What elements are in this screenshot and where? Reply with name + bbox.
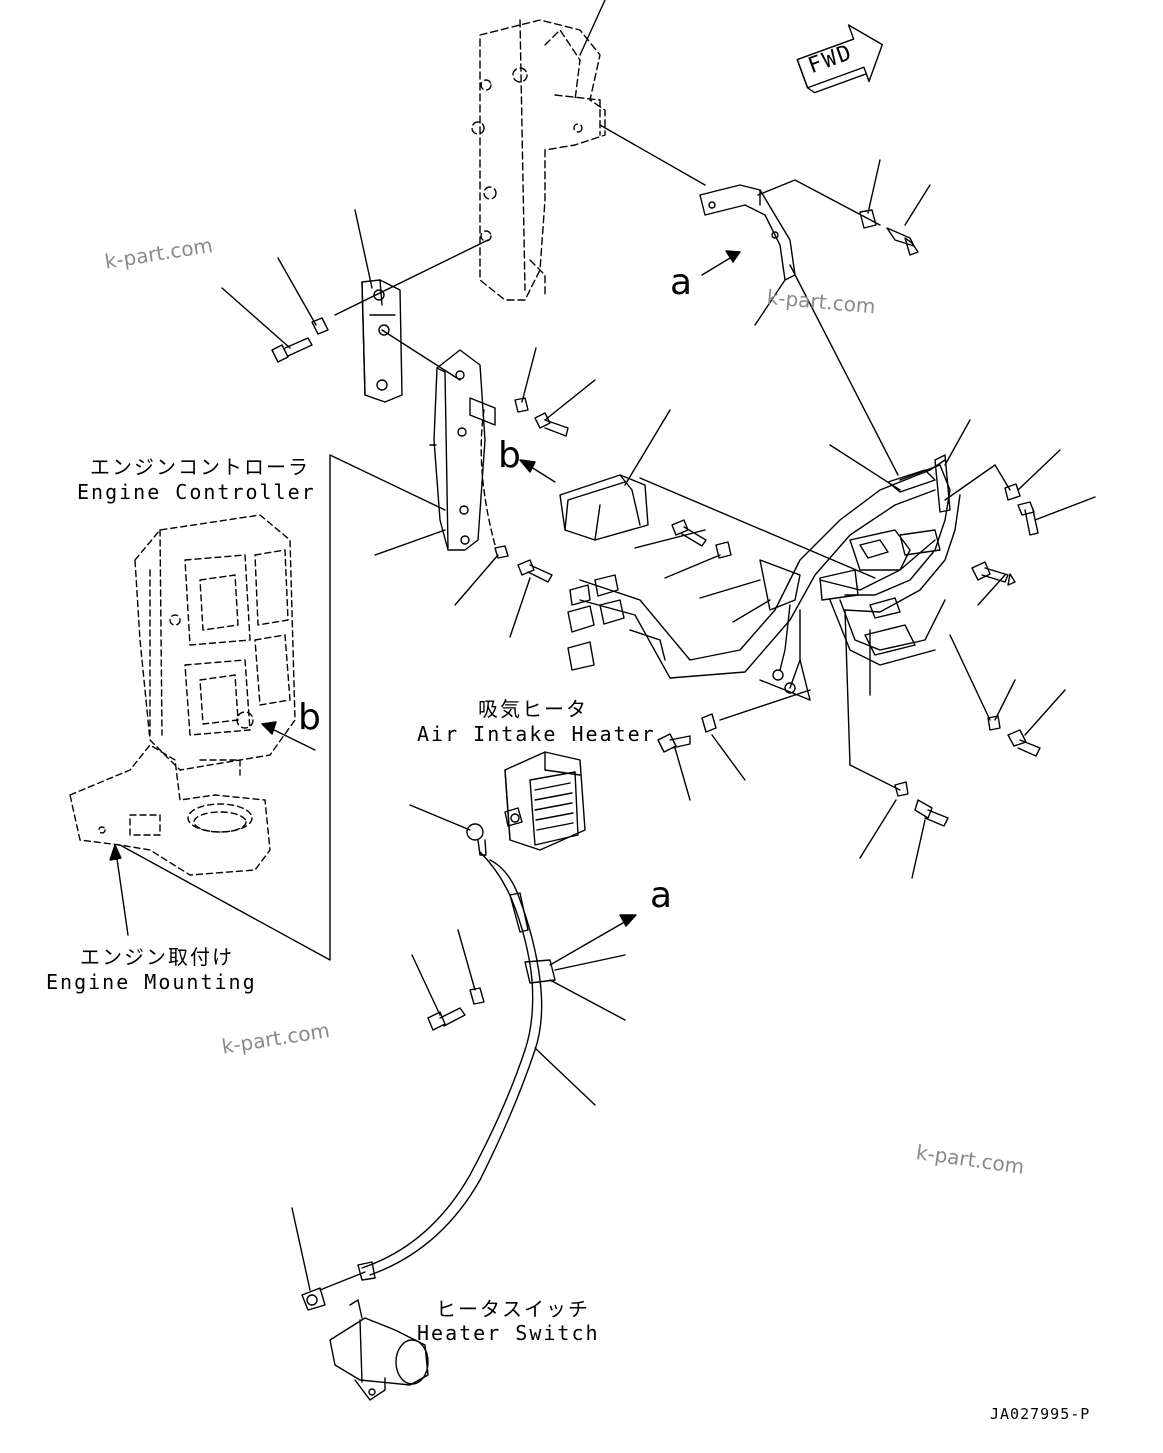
engine-mounting-label-jp: エンジン取付け	[80, 945, 234, 969]
ref-b-top: b	[498, 435, 521, 476]
bolt-right-4	[915, 800, 948, 826]
plate-bracket-long	[430, 350, 495, 550]
ref-b-left: b	[298, 697, 321, 738]
bolt-mid-2	[518, 560, 552, 582]
engine-mounting-base	[70, 745, 270, 875]
engine-mounting-label-en: Engine Mounting	[46, 970, 257, 994]
plate-bracket-left	[362, 280, 402, 402]
engine-controller-label-en: Engine Controller	[77, 480, 316, 504]
bracket-small	[700, 185, 795, 280]
engine-bracket-top	[472, 20, 605, 300]
ref-a-bottom: a	[650, 875, 673, 916]
heater-switch-label-jp: ヒータスイッチ	[436, 1297, 590, 1321]
bolt-mid-1	[535, 413, 568, 436]
bolt-right-2	[972, 562, 1008, 582]
bolt-right-1	[1018, 502, 1038, 535]
ref-a-top: a	[670, 262, 693, 303]
engine-controller-label-jp: エンジンコントローラ	[90, 455, 310, 479]
engine-controller	[135, 515, 295, 770]
heater-switch-label-en: Heater Switch	[417, 1321, 600, 1345]
cable-terminal	[467, 824, 486, 855]
bolt-right-3	[1008, 730, 1040, 756]
fwd-arrow	[792, 16, 892, 101]
harness-connectors-left	[568, 575, 665, 670]
bolt-heater	[658, 734, 690, 752]
bolt-lower-1	[428, 1008, 465, 1030]
bolt-mid-3	[672, 520, 706, 546]
air-intake-heater-label-en: Air Intake Heater	[417, 722, 656, 746]
air-intake-heater-label-jp: 吸気ヒータ	[478, 697, 588, 721]
wiring-harness	[580, 455, 960, 693]
heater-cable	[320, 852, 555, 1290]
heater-switch	[302, 1288, 428, 1400]
air-intake-heater	[505, 752, 585, 850]
connector-b	[560, 475, 648, 540]
bolt-left-1	[272, 338, 312, 362]
drawing-code: JA027995-P	[990, 1405, 1091, 1423]
